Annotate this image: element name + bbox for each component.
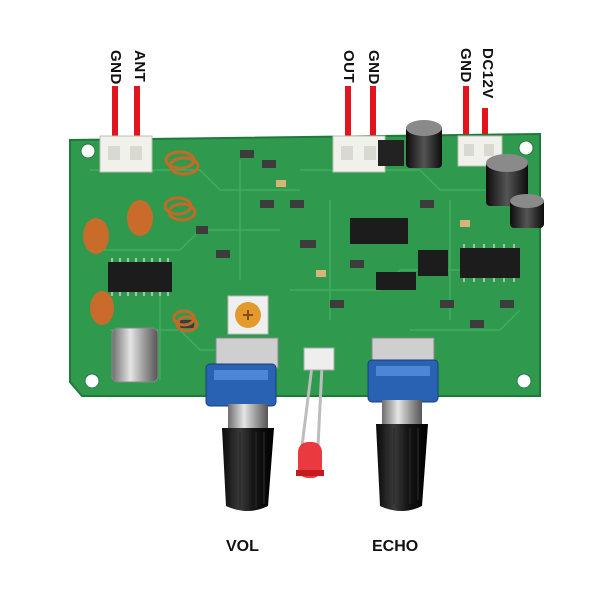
- led: [296, 347, 335, 478]
- wire-ant: [134, 86, 140, 138]
- label-echo: ECHO: [372, 538, 419, 555]
- ic-chips: [108, 218, 520, 292]
- connector-antenna: [99, 135, 153, 173]
- wire-gnd-ant: [112, 86, 118, 138]
- mount-hole: [518, 140, 534, 156]
- smd-components: [180, 150, 514, 328]
- mount-hole: [84, 373, 100, 389]
- potentiometer-echo: [367, 337, 439, 511]
- potentiometer-vol: [205, 337, 279, 511]
- wire-gnd-out: [370, 86, 376, 138]
- wire-group: [112, 86, 488, 140]
- wire-out: [345, 86, 351, 138]
- ic-pins: [111, 244, 515, 296]
- wire-gnd-power: [463, 86, 469, 138]
- inductor-coils: [163, 150, 200, 333]
- mount-hole: [516, 373, 532, 389]
- crystal-oscillator: [111, 327, 159, 383]
- label-vol: VOL: [226, 538, 259, 555]
- capacitor-group: [378, 120, 544, 228]
- wire-dc12v: [482, 108, 488, 140]
- label-power-gnd: GND: [457, 48, 474, 83]
- label-antenna-ant: ANT: [131, 50, 148, 83]
- connector-output: [332, 135, 386, 173]
- label-power-dc12v: DC12V: [479, 48, 496, 99]
- mount-hole: [80, 143, 96, 159]
- ceramic-capacitors: [83, 200, 153, 325]
- label-antenna-gnd: GND: [107, 50, 124, 85]
- label-output-gnd: GND: [365, 50, 382, 85]
- label-output-out: OUT: [340, 50, 357, 84]
